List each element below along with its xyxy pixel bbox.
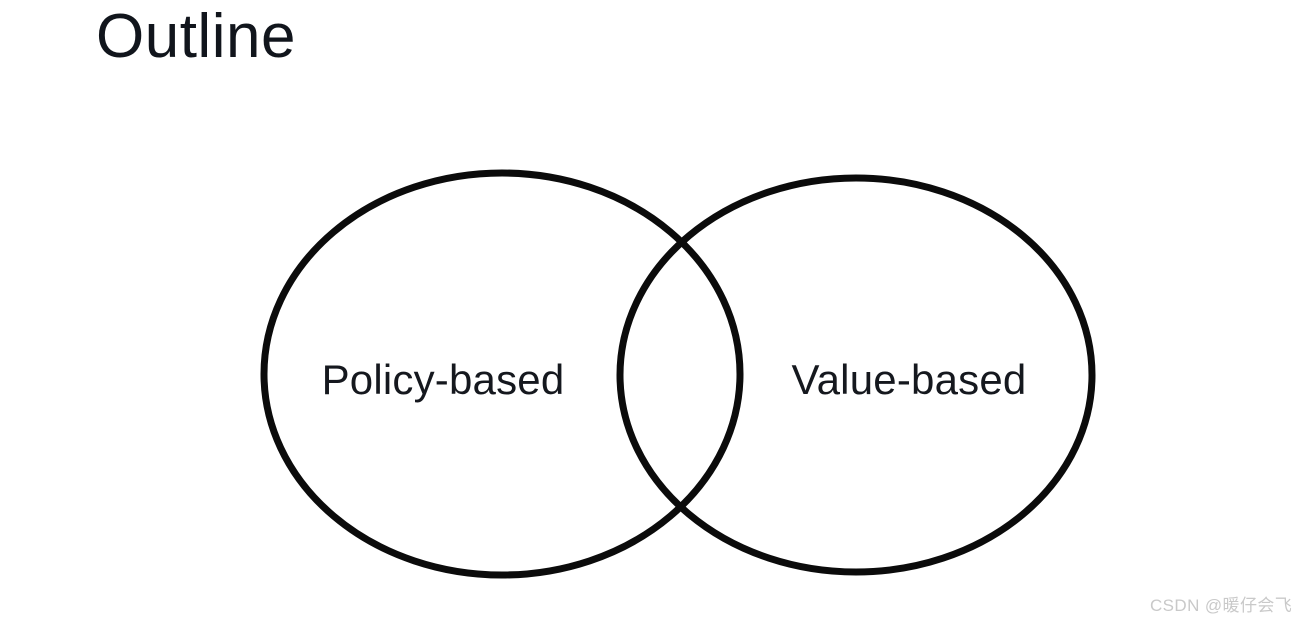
- venn-label-policy-based: Policy-based: [321, 356, 565, 403]
- watermark-text: CSDN @暖仔会飞: [1150, 596, 1293, 615]
- page-title: Outline: [96, 2, 296, 71]
- venn-circle-policy-based: [260, 169, 744, 579]
- venn-label-value-based: Value-based: [791, 356, 1027, 403]
- venn-circle-value-based: [616, 174, 1096, 576]
